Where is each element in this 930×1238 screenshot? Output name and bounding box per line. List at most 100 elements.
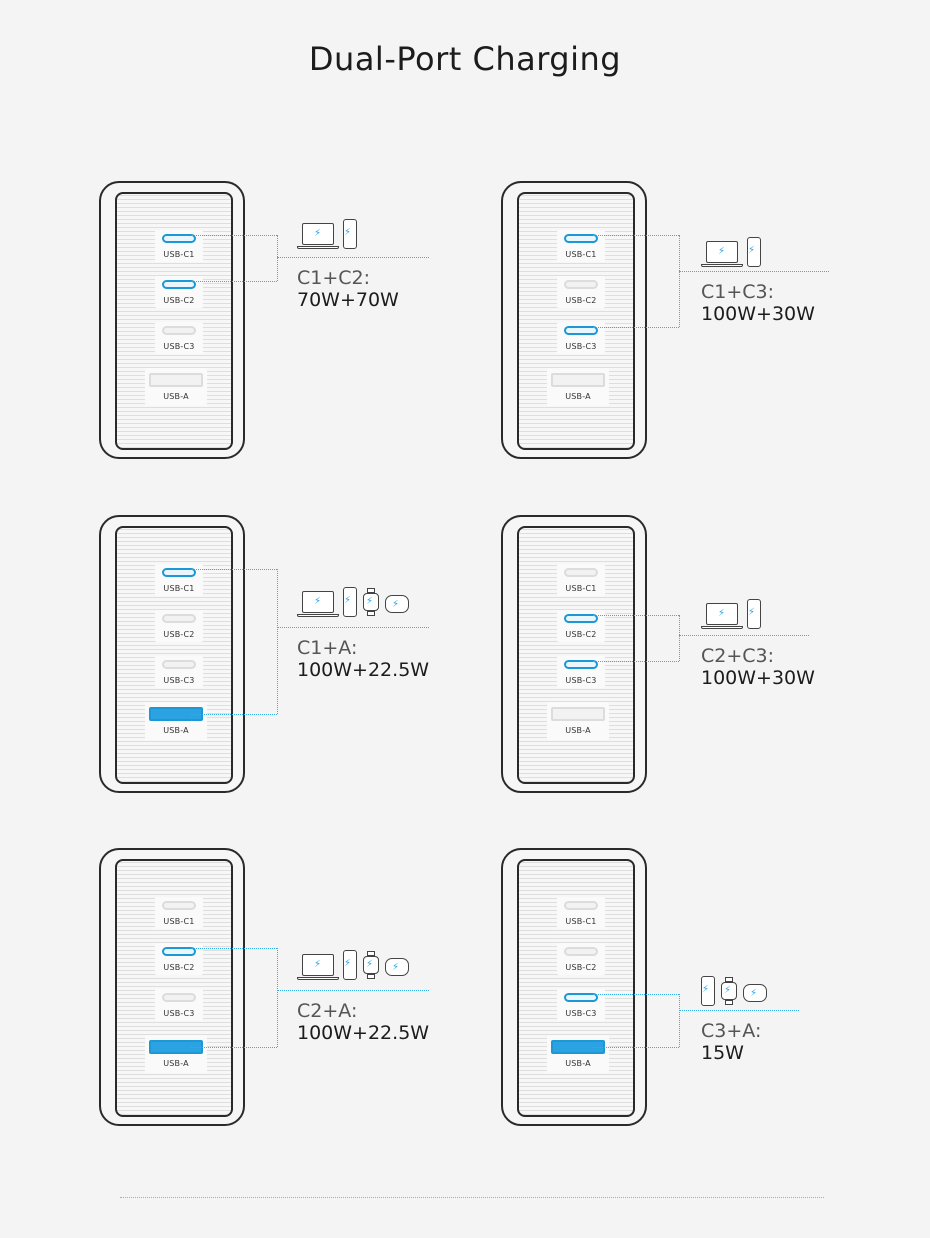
watch-strap [725, 1000, 733, 1005]
port-label: USB-C3 [163, 342, 195, 351]
watch-face [721, 982, 737, 1000]
power-spec: C2+A:100W+22.5W [297, 1000, 429, 1044]
port-label: USB-A [163, 1059, 189, 1068]
laptop-screen [302, 591, 334, 613]
connector-line [277, 235, 278, 281]
power-spec: C1+C3:100W+30W [701, 281, 815, 325]
usb-c-slot [564, 614, 598, 623]
watch-strap [367, 611, 375, 616]
port-c2: USB-C2 [557, 943, 605, 975]
bolt-icon: ⚡ [366, 596, 374, 607]
bolt-icon: ⚡ [750, 988, 758, 999]
port-c3: USB-C3 [155, 989, 203, 1021]
usb-c-slot [564, 326, 598, 335]
connector-line [277, 569, 278, 714]
port-label: USB-C1 [163, 584, 195, 593]
port-a: USB-A [145, 702, 207, 740]
laptop-icon: ⚡ [701, 241, 744, 269]
laptop-screen [706, 241, 738, 263]
port-label: USB-C1 [163, 250, 195, 259]
usb-c-slot [564, 234, 598, 243]
port-label: USB-C3 [163, 676, 195, 685]
port-label: USB-C2 [163, 963, 195, 972]
phone-icon: ⚡ [747, 237, 761, 267]
phone-icon: ⚡ [343, 950, 357, 980]
bolt-icon: ⚡ [392, 599, 400, 610]
laptop-base [297, 614, 339, 617]
port-label: USB-A [565, 392, 591, 401]
connector-line [191, 714, 277, 715]
usb-c-slot [162, 568, 196, 577]
laptop-screen [302, 954, 334, 976]
connector-line [277, 257, 429, 258]
laptop-screen [706, 603, 738, 625]
bottom-divider [120, 1197, 824, 1198]
port-label: USB-C1 [163, 917, 195, 926]
connector-line [277, 948, 278, 1047]
laptop-base [297, 246, 339, 249]
connector-line [277, 990, 429, 991]
port-c3: USB-C3 [155, 322, 203, 354]
power-spec: C2+C3:100W+30W [701, 645, 815, 689]
laptop-base [701, 626, 743, 629]
port-c3: USB-C3 [557, 989, 605, 1021]
power-spec: C1+A:100W+22.5W [297, 637, 429, 681]
connector-line [679, 1010, 799, 1011]
watch-strap [367, 974, 375, 979]
watch-strap [725, 977, 733, 982]
connector-line [593, 235, 679, 236]
port-c2: USB-C2 [155, 610, 203, 642]
connector-line [679, 635, 809, 636]
usb-c-slot [162, 901, 196, 910]
usb-a-slot [551, 373, 605, 387]
power-output: 70W+70W [297, 289, 399, 311]
power-output: 100W+22.5W [297, 659, 430, 681]
laptop-icon: ⚡ [297, 954, 340, 982]
usb-c-slot [162, 614, 196, 623]
connector-line [593, 661, 679, 662]
port-label: USB-C3 [565, 1009, 597, 1018]
port-label: USB-C3 [565, 342, 597, 351]
phone-icon: ⚡ [747, 599, 761, 629]
phone-icon: ⚡ [701, 976, 715, 1006]
bolt-icon: ⚡ [718, 608, 726, 619]
watch-icon: ⚡ [363, 950, 379, 980]
connector-line [593, 994, 679, 995]
watch-face [363, 593, 379, 611]
usb-c-slot [564, 947, 598, 956]
power-output: 15W [701, 1042, 744, 1064]
port-label: USB-C2 [565, 963, 597, 972]
laptop-icon: ⚡ [297, 223, 340, 251]
port-label: USB-C3 [163, 1009, 195, 1018]
connector-line [191, 1047, 277, 1048]
usb-c-slot [564, 901, 598, 910]
port-label: USB-C3 [565, 676, 597, 685]
connector-line [679, 271, 829, 272]
power-output: 100W+22.5W [297, 1022, 430, 1044]
port-a: USB-A [145, 368, 207, 406]
bolt-icon: ⚡ [344, 958, 352, 969]
usb-c-slot [162, 280, 196, 289]
usb-a-slot [149, 373, 203, 387]
port-label: USB-A [565, 726, 591, 735]
port-label: USB-C2 [565, 296, 597, 305]
usb-c-slot [162, 234, 196, 243]
power-spec: C3+A:15W [701, 1020, 761, 1064]
phone-icon: ⚡ [343, 587, 357, 617]
power-output: 100W+30W [701, 667, 815, 689]
port-a: USB-A [547, 1035, 609, 1073]
port-label: USB-A [565, 1059, 591, 1068]
usb-c-slot [564, 660, 598, 669]
port-label: USB-A [163, 726, 189, 735]
